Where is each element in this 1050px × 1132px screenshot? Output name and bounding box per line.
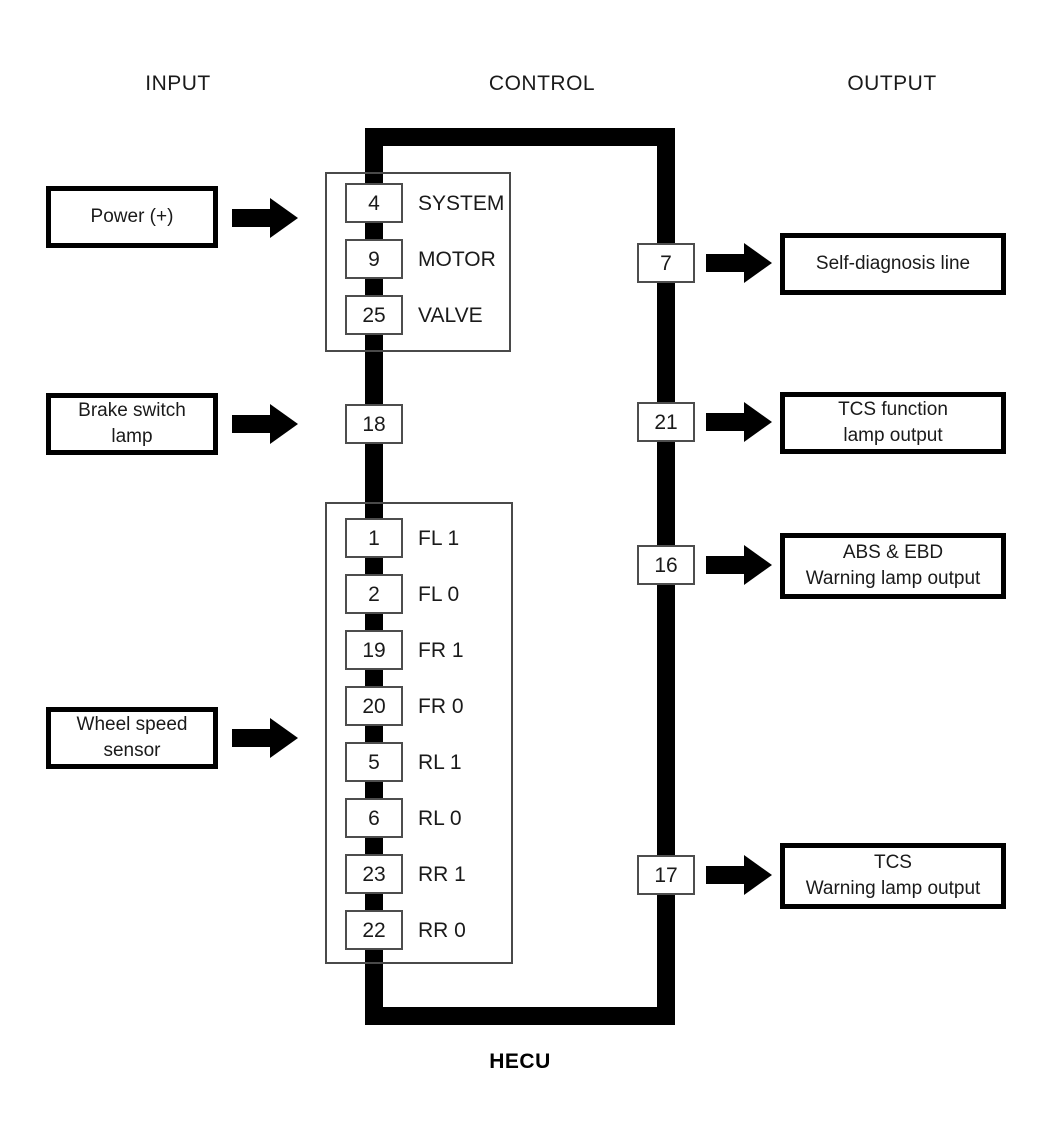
pin-label-rl-0: RL 0 [418, 807, 462, 830]
pin-box-9[interactable]: 9 [345, 239, 403, 279]
pin-label-fl-1: FL 1 [418, 527, 460, 550]
output-box-abs-ebd-warning-lamp-output-line-1: ABS & EBD [842, 542, 944, 564]
output-box-self-diagnosis-line-line-1: Self-diagnosis line [815, 253, 971, 275]
pin-box-5[interactable]: 5 [345, 742, 403, 782]
pin-box-2[interactable]: 2 [345, 574, 403, 614]
input-arrow-wheel-speed-sensor [232, 718, 298, 758]
output-arrow-tcs-warning-lamp-output [706, 855, 772, 895]
hecu-frame-bottom-bar [365, 1007, 675, 1025]
pin-box-17[interactable]: 17 [637, 855, 695, 895]
pin-box-6[interactable]: 6 [345, 798, 403, 838]
output-box-tcs-function-lamp-output-line-1: TCS function [838, 399, 948, 421]
output-arrow-tcs-function-lamp-output [706, 402, 772, 442]
input-box-brake-switch-lamp-line-1: Brake switch [78, 400, 186, 422]
pin-label-rl-1: RL 1 [418, 751, 462, 774]
pin-box-16[interactable]: 16 [637, 545, 695, 585]
output-box-tcs-warning-lamp-output-line-2: Warning lamp output [805, 878, 981, 899]
pin-label-rr-0: RR 0 [418, 919, 466, 942]
output-box-tcs-function-lamp-output[interactable]: TCS function lamp output [780, 392, 1006, 454]
hecu-frame-top-bar [365, 128, 675, 146]
pin-box-18[interactable]: 18 [345, 404, 403, 444]
input-box-power-line-1: Power (+) [90, 206, 174, 228]
input-box-brake-switch-lamp[interactable]: Brake switch lamp [46, 393, 218, 455]
column-heading-output: OUTPUT [847, 72, 937, 95]
pin-box-23[interactable]: 23 [345, 854, 403, 894]
wheel-speed-pin-group-box [325, 502, 513, 964]
pin-label-fl-0: FL 0 [418, 583, 460, 606]
pin-label-rr-1: RR 1 [418, 863, 466, 886]
output-box-tcs-warning-lamp-output[interactable]: TCS Warning lamp output [780, 843, 1006, 909]
column-heading-input: INPUT [145, 72, 211, 95]
output-arrow-self-diagnosis-line [706, 243, 772, 283]
power-pin-group-box [325, 172, 511, 352]
output-box-tcs-warning-lamp-output-line-1: TCS [873, 852, 912, 874]
pin-box-22[interactable]: 22 [345, 910, 403, 950]
pin-label-motor: MOTOR [418, 248, 496, 271]
pin-box-25[interactable]: 25 [345, 295, 403, 335]
pin-box-21[interactable]: 21 [637, 402, 695, 442]
input-box-power[interactable]: Power (+) [46, 186, 218, 248]
pin-box-20[interactable]: 20 [345, 686, 403, 726]
input-box-wheel-speed-sensor[interactable]: Wheel speed sensor [46, 707, 218, 769]
output-arrow-abs-ebd-warning-lamp-output [706, 545, 772, 585]
output-box-tcs-function-lamp-output-line-2: lamp output [843, 425, 943, 446]
input-box-wheel-speed-sensor-line-1: Wheel speed [76, 714, 188, 736]
input-arrow-brake-switch-lamp [232, 404, 298, 444]
pin-box-19[interactable]: 19 [345, 630, 403, 670]
output-box-abs-ebd-warning-lamp-output[interactable]: ABS & EBD Warning lamp output [780, 533, 1006, 599]
column-heading-control: CONTROL [488, 72, 596, 95]
pin-label-fr-0: FR 0 [418, 695, 464, 718]
pin-label-valve: VALVE [418, 304, 483, 327]
pin-label-system: SYSTEM [418, 192, 505, 215]
hecu-caption: HECU [489, 1050, 551, 1073]
pin-box-7[interactable]: 7 [637, 243, 695, 283]
input-box-wheel-speed-sensor-line-2: sensor [103, 740, 161, 761]
pin-label-fr-1: FR 1 [418, 639, 464, 662]
input-box-brake-switch-lamp-line-2: lamp [111, 426, 153, 447]
output-box-abs-ebd-warning-lamp-output-line-2: Warning lamp output [805, 568, 981, 589]
pin-box-1[interactable]: 1 [345, 518, 403, 558]
input-arrow-power [232, 198, 298, 238]
output-box-self-diagnosis-line[interactable]: Self-diagnosis line [780, 233, 1006, 295]
pin-box-4[interactable]: 4 [345, 183, 403, 223]
